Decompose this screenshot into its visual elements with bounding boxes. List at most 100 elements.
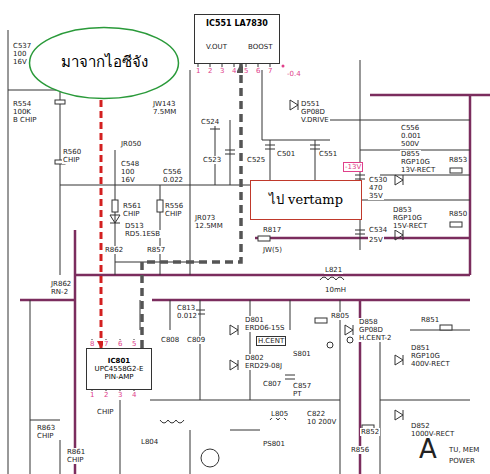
part-label: CHIP (122, 210, 140, 218)
part-label: 25V (368, 236, 384, 244)
part-label: S801 (292, 350, 312, 358)
part-label: RGP10G (392, 214, 423, 222)
part-label: D855 (400, 150, 421, 158)
part-label: CHIP (96, 408, 114, 416)
part-label: C551 (318, 150, 338, 158)
part-label: CHIP (66, 456, 84, 464)
part-label: C524 (200, 118, 220, 126)
note-box: ไป vertamp (250, 180, 362, 220)
part-label: R856 (350, 446, 370, 454)
part-label: R852 (360, 428, 380, 436)
part-label: C548 (120, 160, 140, 168)
pin-number: 4 (131, 391, 137, 399)
part-label: V.OUT (205, 43, 228, 51)
part-label: C530 (368, 176, 388, 184)
part-label: R863 (36, 424, 56, 432)
part-label: C807 (262, 380, 282, 388)
pin-number: 3 (219, 67, 225, 75)
part-label: D551 (300, 100, 321, 108)
node-text: UPC4558G2-E (95, 365, 144, 373)
pin-number: 6 (117, 340, 123, 348)
part-label: C857 (292, 382, 312, 390)
part-label: C822 (306, 410, 326, 418)
part-label: CHIP (36, 432, 54, 440)
ic-box: IC801UPC4558G2-EPIN-AMP (86, 348, 152, 390)
part-label: JR073 (194, 214, 216, 222)
part-label: 100 (12, 50, 27, 58)
part-label: TU, MEM (448, 446, 480, 454)
part-label: L804 (140, 438, 159, 446)
signal-arrow (142, 64, 241, 348)
part-label: 500V (400, 140, 420, 148)
pin-number: 1 (195, 67, 201, 75)
part-label: 13V-RECT (400, 166, 436, 174)
pin-number: 4 (231, 67, 237, 75)
part-label: CHIP (164, 210, 182, 218)
part-label: 16V (120, 176, 136, 184)
part-label: D853 (392, 206, 413, 214)
pin-number: 3 (117, 391, 123, 399)
part-label: C556 (162, 168, 182, 176)
node-text: PIN-AMP (105, 373, 134, 381)
part-label: 10mH (324, 286, 347, 294)
part-label: 100K (12, 108, 32, 116)
part-label: R862 (104, 246, 124, 254)
part-label: C501 (276, 150, 296, 158)
part-label: R853 (448, 156, 468, 164)
part-label: PS801 (262, 440, 286, 448)
pin-number: 2 (207, 67, 213, 75)
part-label: V.DRIVE (300, 116, 330, 124)
part-label: 100 (120, 168, 135, 176)
part-label: 12.5MM (194, 222, 224, 230)
part-label: C525 (246, 156, 266, 164)
pin-number: 7 (103, 340, 109, 348)
part-label: -0.4 (286, 70, 302, 78)
part-label: C534 (368, 226, 388, 234)
part-label: R857 (146, 246, 166, 254)
pin-number: 8 (89, 340, 95, 348)
signal-arrow (100, 100, 103, 348)
part-label: R805 (330, 312, 350, 320)
part-label: BOOST (247, 43, 273, 51)
part-label: C556 (400, 124, 420, 132)
part-label: D801 (244, 316, 265, 324)
part-label: H.CENT (256, 336, 286, 346)
node-text: IC801 (108, 357, 130, 365)
part-label: L821 (324, 266, 343, 274)
part-label: 0.012 (176, 312, 198, 320)
part-label: R561 (122, 202, 142, 210)
pin-number: 2 (103, 391, 109, 399)
part-label: 15V-RECT (392, 222, 428, 230)
part-label: GP08D (358, 326, 384, 334)
part-label: R554 (12, 100, 32, 108)
part-label: R850 (448, 210, 468, 218)
note-ellipse: มาจากไอซีจัง (28, 26, 180, 100)
pin-number: 5 (131, 340, 137, 348)
part-label: ERD06-15S (244, 324, 285, 332)
part-label: CHIP (62, 156, 80, 164)
part-label: R556 (164, 202, 184, 210)
node-text: IC551 LA7830 (206, 19, 268, 28)
part-label: 16V (12, 58, 28, 66)
part-label: RGP10G (410, 352, 441, 360)
part-label: 400V-RECT (410, 360, 451, 368)
ic-box: IC551 LA7830 (194, 14, 280, 64)
part-label: R861 (66, 448, 86, 456)
part-label: ERD29-08J (244, 362, 283, 370)
part-label: B CHIP (12, 116, 37, 124)
part-label: JW143 (152, 100, 176, 108)
part-label: C808 (160, 336, 180, 344)
node-text: มาจากไอซีจัง (61, 54, 148, 71)
part-label: C523 (202, 156, 222, 164)
pin-number: 7 (267, 67, 273, 75)
part-label: D852 (410, 422, 431, 430)
pin-number: 5 (243, 67, 249, 75)
part-label: POWER (448, 457, 476, 465)
part-label: D851 (410, 344, 431, 352)
part-label: -13V (343, 162, 363, 172)
part-label: 10 200V (306, 418, 337, 426)
part-label: C809 (186, 336, 206, 344)
part-label: D513 (124, 222, 145, 230)
pin-number: 1 (89, 391, 95, 399)
part-label: 7.5MM (152, 108, 177, 116)
